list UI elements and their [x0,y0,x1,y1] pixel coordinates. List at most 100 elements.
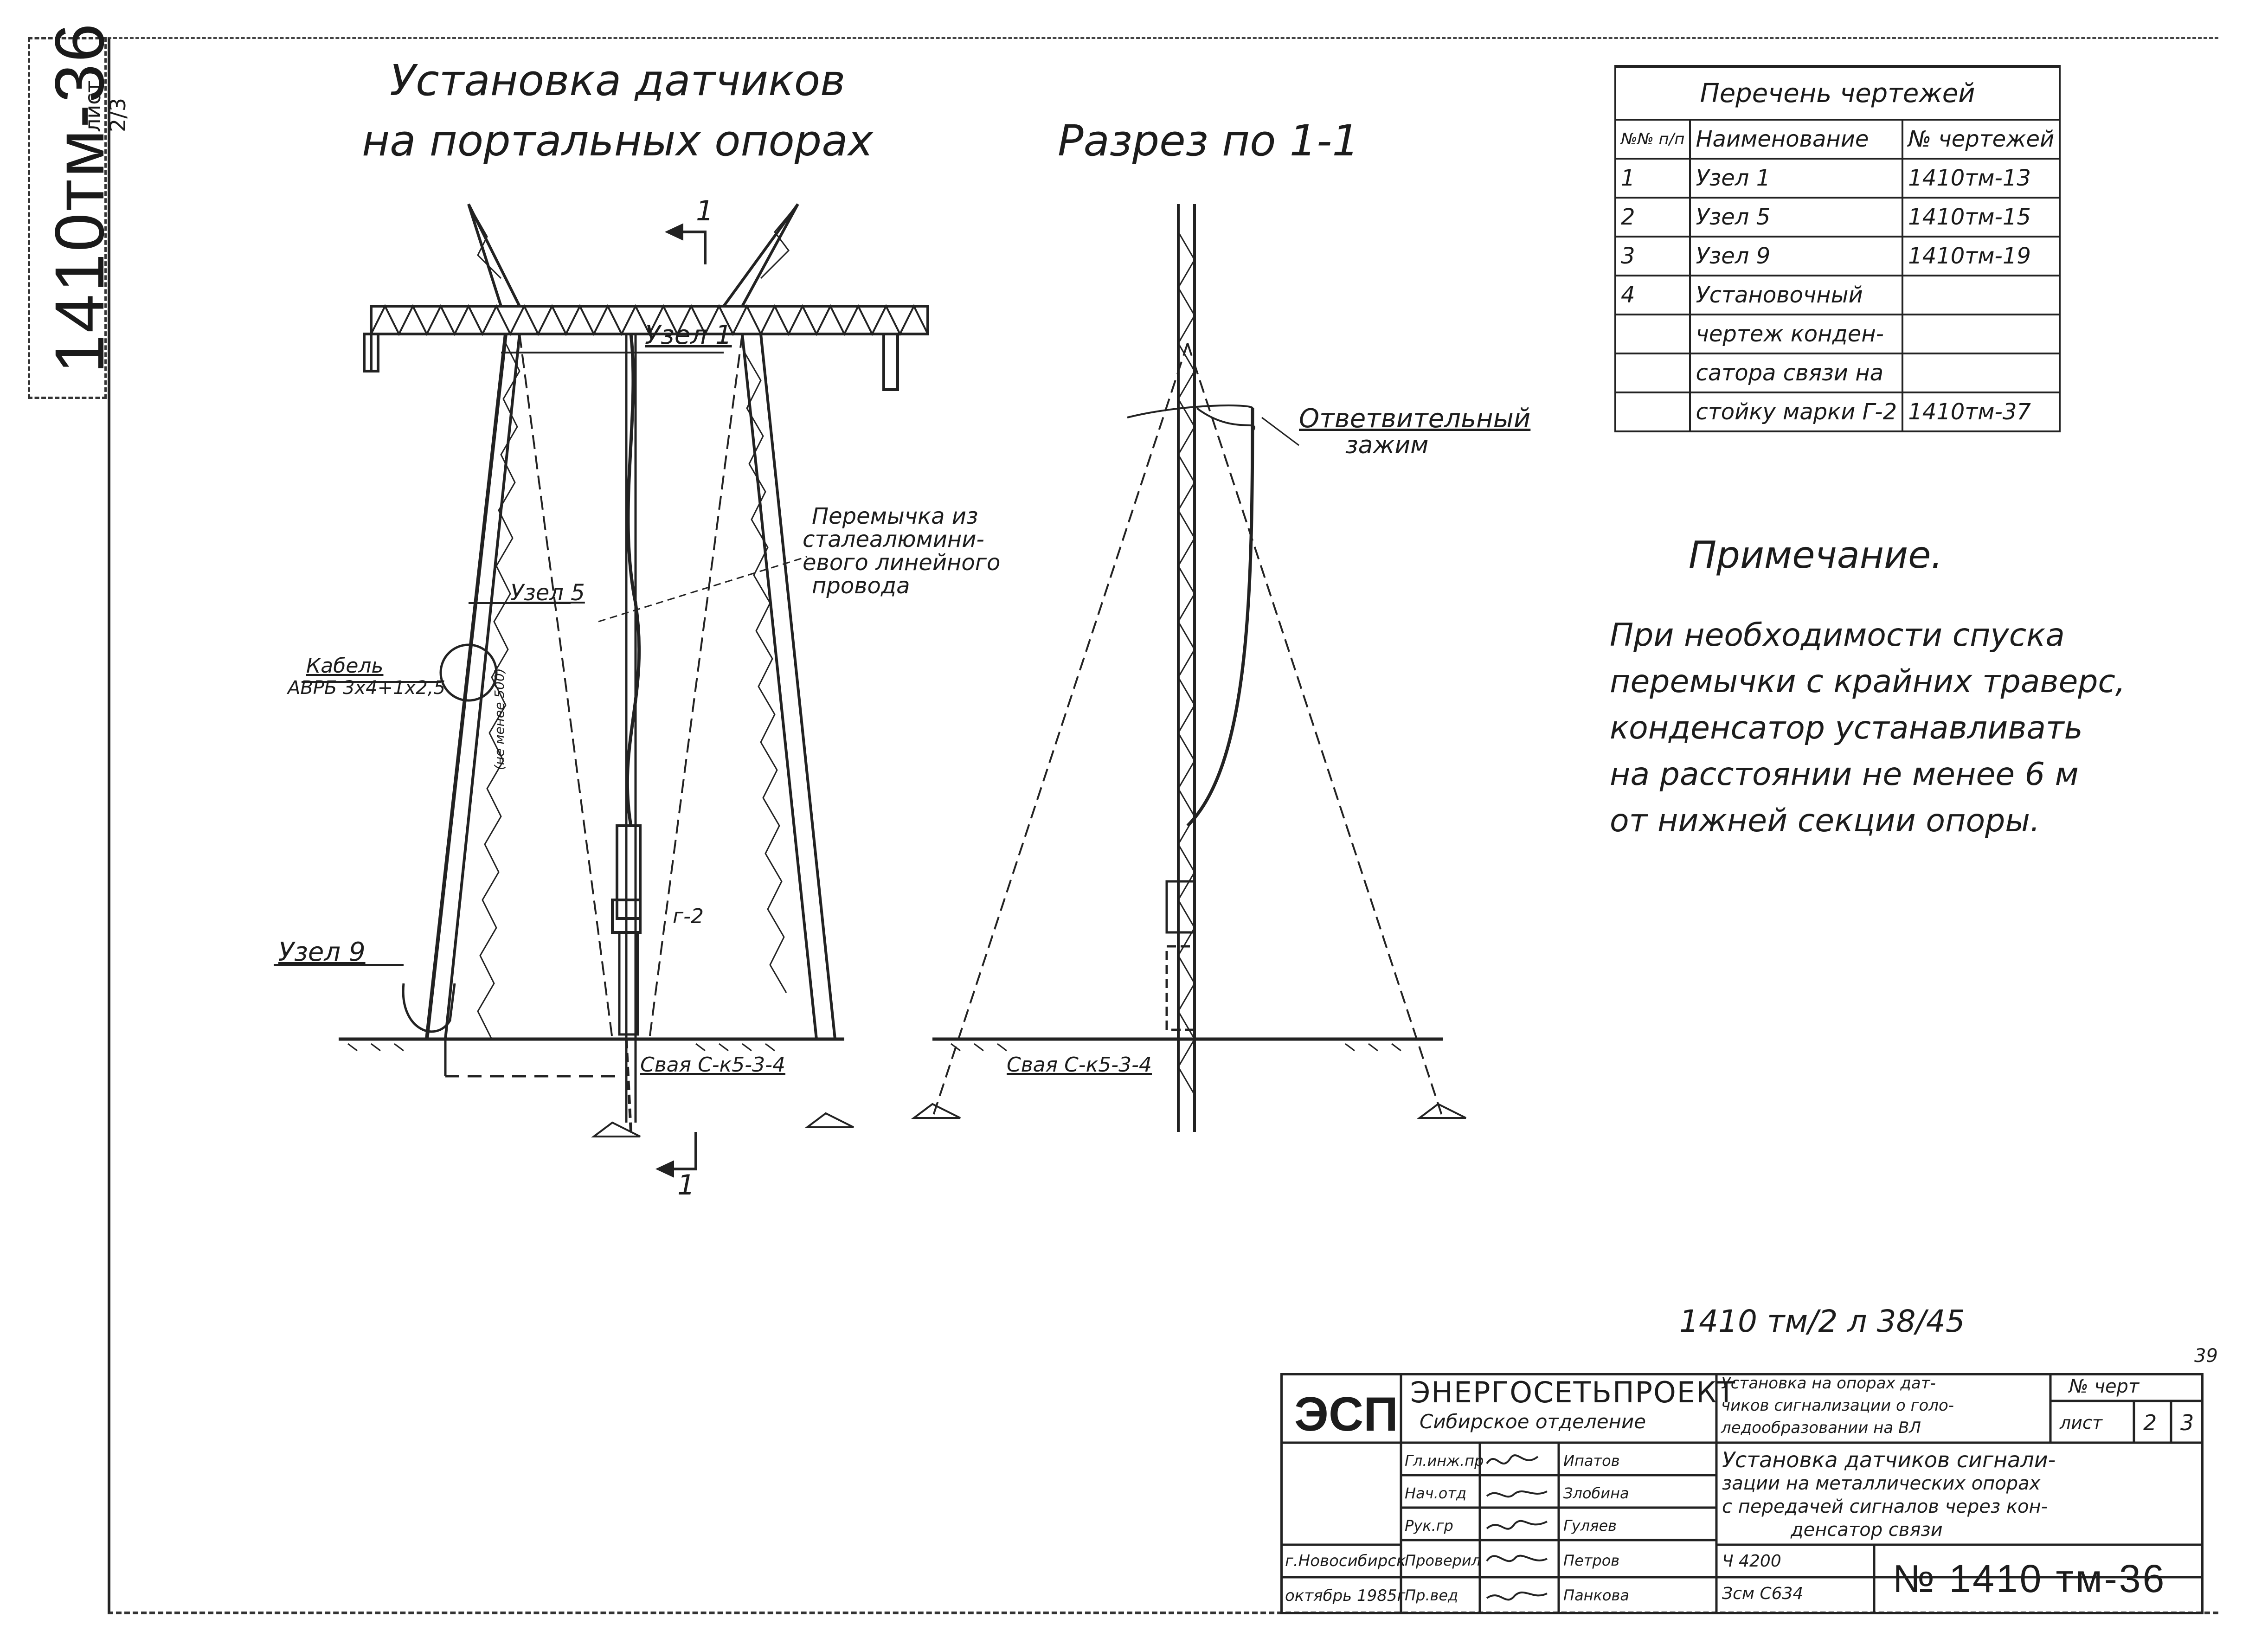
person-name: Гуляев [1563,1517,1617,1535]
role-label: Пр.вед [1405,1586,1458,1604]
row-num: 4 [1614,275,1691,315]
crossbeam [363,304,929,391]
row-num: 2 [1614,197,1691,238]
header-num: №№ п/п [1614,119,1691,160]
date: октябрь 1985г [1285,1586,1406,1605]
row-name: чертеж конден- [1689,314,1904,354]
sheet-title-line2: зации на металлических опорах [1722,1473,2041,1494]
sheet-count: 3 [2180,1410,2194,1435]
sheet-title-line3: с передачей сигналов через кон- [1722,1496,2048,1517]
section-view [911,204,1466,1132]
right-peak [722,203,799,307]
role-label: Нач.отд [1405,1484,1467,1502]
drawing-no-label: № черт [2069,1376,2140,1397]
row-ref [1902,275,2061,315]
row-num [1614,314,1691,354]
cable-label-line1: Кабель [306,654,384,678]
note-heading: Примечание. [1689,533,1943,577]
section-title: Разрез по 1-1 [1058,116,1359,166]
note-line: на расстоянии не менее 6 м [1610,756,2079,793]
node5-circle [439,643,498,702]
clamp-label-line1: Ответвительный [1299,404,1531,434]
left-peak [467,203,521,307]
org-branch: Сибирское отделение [1420,1410,1646,1433]
note-line: конденсатор устанавливать [1610,710,2083,746]
drawing-list-row: сатора связи на [1614,353,2061,393]
row-name: Узел 5 [1689,197,1904,238]
jumper-label-line3: евого линейного [803,550,1001,576]
signatures [1486,1454,1548,1601]
right-leg [649,334,836,1040]
drawing-list-header: №№ п/п Наименование № чертежей [1614,119,2061,160]
node9-loop [402,983,456,1033]
project-line1: Установка на опорах дат- [1721,1374,1936,1393]
clamp-label-line2: зажим [1345,431,1429,459]
sheet-title-line4: денсатор связи [1791,1519,1943,1541]
order-number: Ч 4200 [1722,1552,1781,1571]
drawing-list-table: Перечень чертежей №№ п/п Наименование № … [1614,65,2061,432]
person-name: Петров [1563,1552,1620,1569]
drawing-list-row: стойку марки Г-2 1410тм-37 [1614,392,2061,432]
node5-label: Узел 5 [510,580,585,606]
drawing-list-row: чертеж конден- [1614,314,2061,354]
drawing-list-row: 3 Узел 9 1410тм-19 [1614,236,2061,276]
drawing-number: № 1410 тм-36 [1893,1557,2166,1600]
row-ref [1902,353,2061,393]
section-mark-top: 1 [696,195,714,227]
note-line: от нижней секции опоры. [1610,803,2040,839]
cable-label-line2: АВРБ 3х4+1х2,5 [288,677,445,699]
row-name: Установочный [1689,275,1904,315]
person-name: Панкова [1563,1586,1629,1604]
pile-label-right: Свая С-к5-3-4 [1007,1053,1152,1077]
node1-label: Узел 1 [645,320,732,350]
pile-label-left: Свая С-к5-3-4 [640,1053,785,1077]
row-name: Узел 1 [1689,158,1904,199]
note-line: перемычки с крайних траверс, [1610,663,2126,700]
archive-reference: 1410 тм/2 л 38/45 [1679,1304,1965,1339]
drawing-frame [108,37,2218,1614]
drawing-title-line2: на портальных опорах [362,116,874,166]
row-ref [1902,314,2061,354]
jumper-label-line2: сталеалюмини- [803,527,984,552]
project-line2: чиков сигнализации о голо- [1721,1396,1954,1415]
row-num: 3 [1614,236,1691,276]
city: г.Новосибирск [1285,1552,1406,1570]
row-ref: 1410тм-19 [1902,236,2061,276]
capacitor-label: г-2 [673,905,704,928]
project-line3: ледообразовании на ВЛ [1721,1419,1921,1437]
row-name: стойку марки Г-2 [1689,392,1904,432]
title-block [1280,1373,2204,1614]
role-label: Рук.гр [1405,1517,1453,1535]
person-name: Ипатов [1563,1452,1620,1470]
row-num [1614,353,1691,393]
row-name: Узел 9 [1689,236,1904,276]
row-ref: 1410тм-15 [1902,197,2061,238]
drawing-list-row: 1 Узел 1 1410тм-13 [1614,158,2061,199]
format: Зсм С634 [1722,1584,1804,1603]
drawing-list-caption: Перечень чертежей [1614,65,2061,121]
header-ref: № чертежей [1902,119,2061,160]
row-num [1614,392,1691,432]
section-mark-bottom: 1 [677,1169,695,1201]
sheet-number: 2 [2143,1410,2157,1435]
drawing-title-line1: Установка датчиков [390,56,846,105]
org-logo: ЭСП [1294,1387,1398,1441]
left-leg [425,334,613,1040]
org-name: ЭНЕРГОСЕТЬПРОЕКТ [1410,1375,1736,1409]
role-label: Проверил [1405,1552,1481,1569]
drawing-list-row: 2 Узел 5 1410тм-15 [1614,197,2061,238]
row-ref: 1410тм-37 [1902,392,2061,432]
row-num: 1 [1614,158,1691,199]
note-line: При необходимости спуска [1610,617,2065,654]
sheet-title-line1: Установка датчиков сигнали- [1722,1447,2056,1472]
role-label: Гл.инж.пр [1405,1452,1484,1470]
node9-label: Узел 9 [278,937,366,967]
archive-side-stamp: 1410тм-36 лист 2/3 [28,22,130,399]
jumper-label-line4: провода [812,573,910,599]
central-post [611,334,642,1132]
sheet-label: лист [2060,1413,2103,1433]
row-name: сатора связи на [1689,353,1904,393]
header-name: Наименование [1689,119,1904,160]
